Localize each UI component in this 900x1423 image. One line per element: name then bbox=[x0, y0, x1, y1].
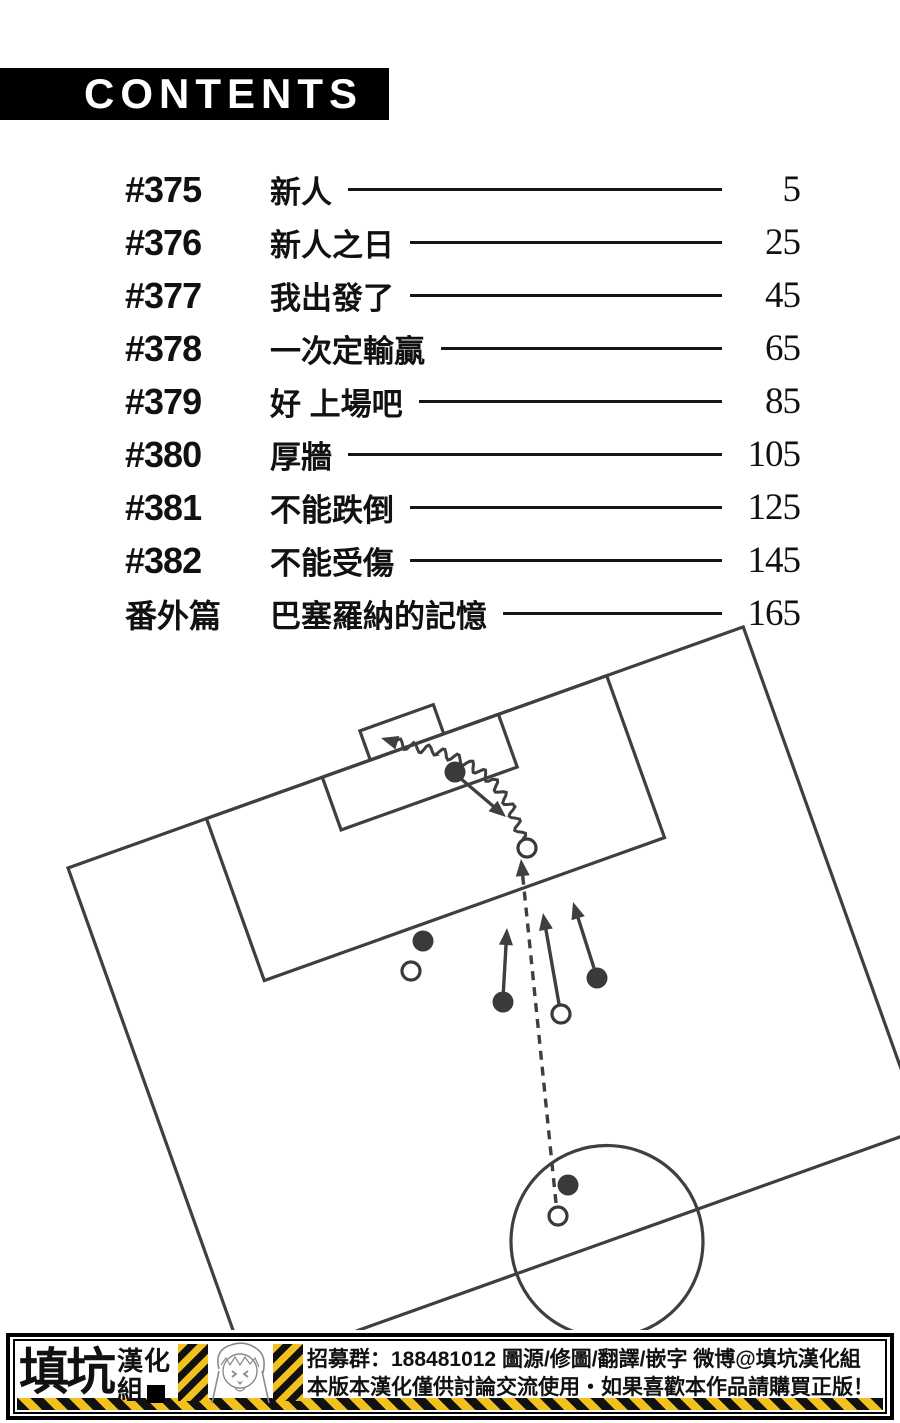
leader-line bbox=[348, 453, 722, 456]
caution-stripe-icon bbox=[178, 1344, 208, 1401]
chapter-title: 新人之日 bbox=[270, 228, 394, 263]
chapter-title: 不能跌倒 bbox=[270, 493, 394, 528]
page-number: 105 bbox=[747, 434, 802, 475]
tactics-field-diagram bbox=[65, 624, 900, 1332]
player-dot-filled bbox=[444, 761, 466, 783]
toc-row: #380 厚牆 105 bbox=[125, 428, 802, 481]
toc-row: #376 新人之日 25 bbox=[125, 216, 801, 269]
run-arrowhead bbox=[499, 928, 513, 946]
chapter-title: 厚牆 bbox=[270, 440, 332, 475]
chapter-number: #377 bbox=[125, 274, 202, 316]
leader-line bbox=[348, 188, 722, 191]
dribble-wavy-arrow bbox=[393, 737, 528, 840]
run-arrowhead bbox=[539, 913, 553, 931]
toc-row: #381 不能跌倒 125 bbox=[125, 481, 802, 534]
page-number: 125 bbox=[747, 487, 802, 528]
toc-row: #382 不能受傷 145 bbox=[125, 534, 802, 587]
player-dot-filled bbox=[557, 1174, 579, 1196]
chapter-number: 番外篇 bbox=[125, 597, 222, 634]
recruit-line: 招募群：188481012 圖源/修圖/翻譯/嵌字 微博@填坑漢化組 bbox=[307, 1348, 861, 1371]
chapter-title: 一次定輸贏 bbox=[270, 334, 425, 369]
player-dot-filled bbox=[586, 967, 608, 989]
leader-line bbox=[503, 612, 722, 615]
banner-outer-border bbox=[6, 1333, 894, 1420]
run-solid-arrow bbox=[543, 923, 561, 1005]
chapter-title: 新人 bbox=[270, 175, 332, 210]
player-dot-open bbox=[550, 1003, 572, 1025]
player-dot-open bbox=[400, 960, 422, 982]
page-number: 25 bbox=[765, 222, 801, 263]
page-number: 5 bbox=[782, 169, 802, 210]
dribble-arrowhead bbox=[381, 736, 400, 750]
group-logo-main: 填坑 bbox=[19, 1344, 116, 1400]
player-dot-open bbox=[547, 1205, 569, 1227]
table-of-contents: #375 新人 5 #376 新人之日 25 #377 我出發了 45 #378… bbox=[125, 163, 802, 640]
chapter-number: #379 bbox=[125, 380, 202, 422]
mascot-girl-illustration bbox=[211, 1342, 270, 1404]
toc-row: #377 我出發了 45 bbox=[125, 269, 801, 322]
field-lines bbox=[65, 624, 900, 1332]
chapter-number: #380 bbox=[125, 433, 202, 475]
toc-row: #375 新人 5 bbox=[125, 163, 802, 216]
chapter-number: #376 bbox=[125, 221, 202, 263]
run-solid-arrow bbox=[574, 911, 596, 969]
page-number: 65 bbox=[765, 328, 801, 369]
chapter-number: #382 bbox=[125, 539, 202, 581]
page-number: 165 bbox=[747, 593, 802, 634]
banner-inner-box: 填坑 漢化 組 招募群：188481012 圖源/修圖/翻譯/嵌 bbox=[13, 1339, 887, 1414]
player-dot-open bbox=[516, 837, 538, 859]
leader-line bbox=[441, 347, 722, 350]
toc-row: 番外篇 巴塞羅納的記憶 165 bbox=[125, 587, 802, 640]
contents-header-bar: CONTENTS bbox=[0, 68, 389, 120]
disclaimer-line: 本版本漢化僅供討論交流使用・如果喜歡本作品請購買正版！ bbox=[307, 1375, 874, 1399]
chapter-title: 好 上場吧 bbox=[270, 387, 403, 422]
caution-stripe-band bbox=[17, 1398, 883, 1410]
leader-line bbox=[410, 294, 722, 297]
leader-line bbox=[410, 241, 722, 244]
logo-square-icon bbox=[147, 1385, 166, 1403]
group-logo-sub: 漢化 組 bbox=[117, 1348, 171, 1403]
leader-line bbox=[410, 506, 722, 509]
group-logo-sub-bottom: 組 bbox=[117, 1375, 144, 1405]
page-number: 85 bbox=[765, 381, 801, 422]
page-number: 45 bbox=[765, 275, 801, 316]
pass-arrowhead bbox=[515, 859, 530, 877]
credit-text-block: 招募群：188481012 圖源/修圖/翻譯/嵌字 微博@填坑漢化組 本版本漢化… bbox=[307, 1348, 885, 1401]
toc-row: #378 一次定輸贏 65 bbox=[125, 322, 801, 375]
caution-stripe-icon bbox=[273, 1344, 303, 1401]
leader-line bbox=[410, 559, 722, 562]
chapter-number: #378 bbox=[125, 327, 202, 369]
run-arrowhead bbox=[488, 800, 506, 817]
chapter-number: #381 bbox=[125, 486, 202, 528]
group-logo-sub-top: 漢化 bbox=[117, 1346, 172, 1376]
player-dot-filled bbox=[412, 930, 434, 952]
run-solid-arrow bbox=[458, 776, 499, 812]
chapter-title: 我出發了 bbox=[270, 281, 394, 316]
chapter-title: 不能受傷 bbox=[270, 546, 394, 581]
player-dot-filled bbox=[492, 991, 514, 1013]
chapter-title: 巴塞羅納的記憶 bbox=[270, 599, 487, 634]
leader-line bbox=[418, 400, 722, 403]
pass-dashed-arrow bbox=[520, 869, 558, 1204]
run-arrowhead bbox=[571, 902, 585, 921]
run-solid-arrow bbox=[501, 938, 509, 999]
toc-row: #379 好 上場吧 85 bbox=[125, 375, 801, 428]
page-number: 145 bbox=[747, 540, 802, 581]
contents-title: CONTENTS bbox=[84, 70, 363, 117]
scanlation-credit-banner: 填坑 漢化 組 招募群：188481012 圖源/修圖/翻譯/嵌 bbox=[0, 1330, 900, 1423]
chapter-number: #375 bbox=[125, 168, 202, 210]
